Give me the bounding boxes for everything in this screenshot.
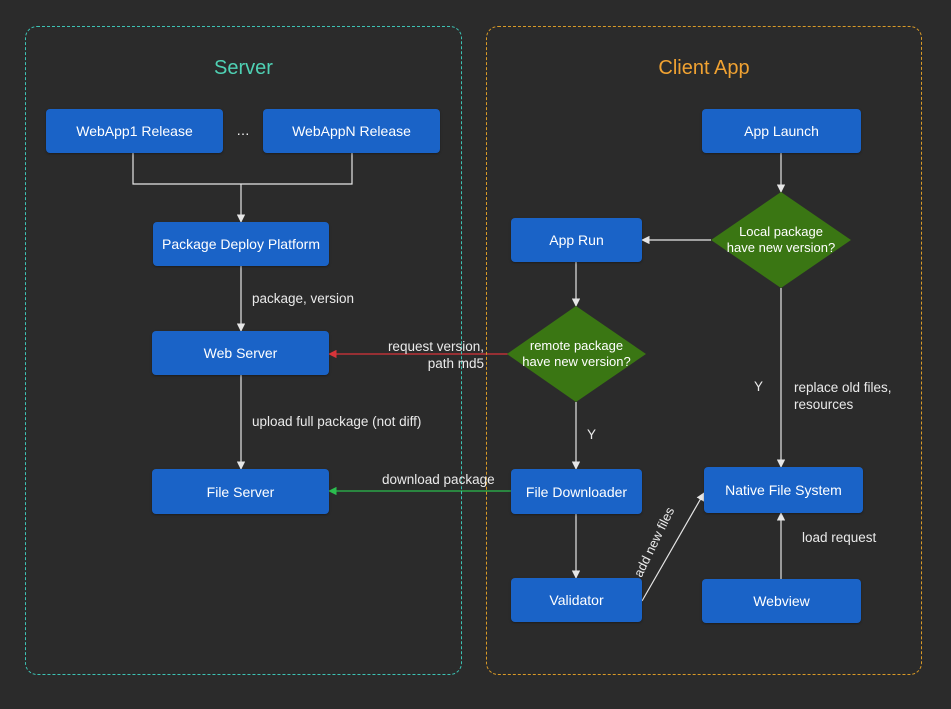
release-ellipsis: … xyxy=(236,123,250,138)
edge-releases-merge xyxy=(132,152,353,185)
validator-box: Validator xyxy=(511,578,642,622)
webapp1-release-box: WebApp1 Release xyxy=(46,109,223,153)
client-title: Client App xyxy=(658,57,750,79)
edge-label-package-version: package, version xyxy=(252,291,355,306)
edge-validator-to-native-fs xyxy=(641,492,705,602)
package-deploy-platform-box: Package Deploy Platform xyxy=(153,222,329,266)
remote-package-decision-label: remote package have new version? xyxy=(522,338,631,369)
file-server-box: File Server xyxy=(152,469,329,514)
file-downloader-box: File Downloader xyxy=(511,469,642,514)
edge-label-load-request: load request xyxy=(802,530,877,545)
web-server-box: Web Server xyxy=(152,331,329,375)
app-run-box: App Run xyxy=(511,218,642,262)
edge-label-request-version: request version, path md5 xyxy=(387,339,484,371)
app-launch-box: App Launch xyxy=(702,109,861,153)
edge-label-download-package: download package xyxy=(382,472,495,487)
remote-package-diamond xyxy=(507,306,646,402)
edge-label-upload-full-package: upload full package (not diff) xyxy=(252,414,422,429)
local-package-decision-label: Local package have new version? xyxy=(726,224,836,255)
webview-box: Webview xyxy=(702,579,861,623)
server-container: Server xyxy=(25,26,462,675)
edge-label-local-yes: Y xyxy=(754,379,764,394)
edge-label-replace-old-files: replace old files, resources xyxy=(794,380,892,412)
native-file-system-box: Native File System xyxy=(704,467,863,513)
edge-label-remote-yes: Y xyxy=(587,427,597,442)
webappn-release-box: WebAppN Release xyxy=(263,109,440,153)
local-package-diamond xyxy=(711,192,851,288)
client-container: Client App xyxy=(486,26,922,675)
server-title: Server xyxy=(214,57,273,79)
